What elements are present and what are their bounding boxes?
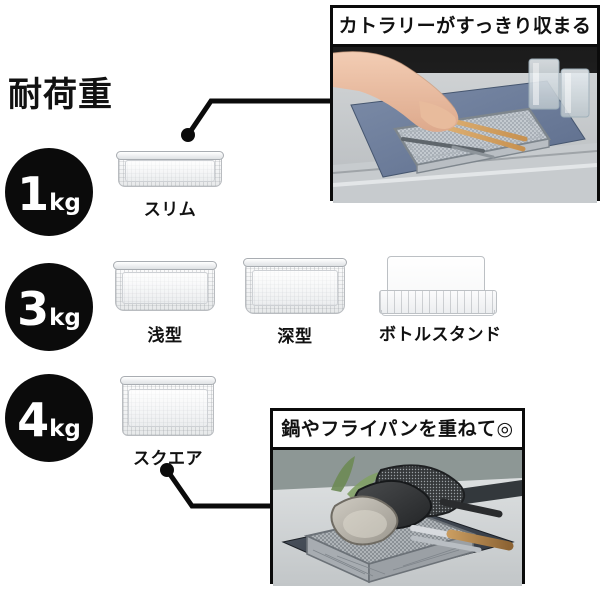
product-image-bottle-stand xyxy=(379,256,497,318)
product-label-bottle-stand: ボトルスタンド xyxy=(379,325,502,345)
product-image-deep xyxy=(243,258,347,320)
product-label-slim: スリム xyxy=(143,200,197,220)
load-badge-1kg: 1 kg xyxy=(5,148,93,236)
badge-number: 4 xyxy=(17,393,49,447)
basket-shape-shallow xyxy=(113,261,217,311)
stand-tray xyxy=(379,290,497,314)
basket-rim xyxy=(113,261,217,270)
badge-unit: kg xyxy=(49,190,81,216)
badge-content: 1 kg xyxy=(17,171,81,217)
basket-shape-slim xyxy=(116,151,224,187)
callout-title-cutlery: カトラリーがすっきり収まる xyxy=(333,8,597,44)
product-deep: 深型 xyxy=(243,256,347,347)
load-badge-4kg: 4 kg xyxy=(5,374,93,462)
leader-line-square xyxy=(160,463,275,509)
product-bottle-stand: ボトルスタンド xyxy=(379,256,502,345)
badge-number: 1 xyxy=(17,167,49,221)
badge-unit: kg xyxy=(49,416,81,442)
badge-content: 3 kg xyxy=(17,286,81,332)
load-badge-3kg: 3 kg xyxy=(5,263,93,351)
product-image-slim xyxy=(116,151,224,193)
stand-back-panel xyxy=(387,256,485,296)
product-label-deep: 深型 xyxy=(277,327,313,347)
stand-foot xyxy=(381,310,495,316)
photo-pans-basket xyxy=(273,450,522,586)
callout-pans: 鍋やフライパンを重ねて◎ xyxy=(270,408,525,586)
leader-line-slim xyxy=(181,98,336,142)
basket-rim xyxy=(120,376,216,385)
badge-content: 4 kg xyxy=(17,397,81,443)
product-image-shallow xyxy=(113,261,217,319)
product-shallow: 浅型 xyxy=(113,258,217,346)
callout-title-pans: 鍋やフライパンを重ねて◎ xyxy=(273,411,522,447)
product-label-shallow: 浅型 xyxy=(147,326,183,346)
callout-photo-cutlery xyxy=(333,44,597,203)
callout-cutlery: カトラリーがすっきり収まる xyxy=(330,5,600,203)
basket-shape-square xyxy=(120,376,216,436)
badge-number: 3 xyxy=(17,282,49,336)
product-label-square: スクエア xyxy=(133,449,203,469)
product-image-square xyxy=(120,376,216,442)
basket-rim xyxy=(243,258,347,267)
basket-shape-deep xyxy=(243,258,347,314)
leader-dot-slim xyxy=(181,128,195,142)
badge-unit: kg xyxy=(49,305,81,331)
page-title: 耐荷重 xyxy=(8,75,113,115)
basket-rim xyxy=(116,151,224,160)
product-slim: スリム xyxy=(116,148,224,220)
product-square: スクエア xyxy=(120,374,216,469)
callout-photo-pans xyxy=(273,447,522,586)
photo-cutlery-basket xyxy=(333,47,597,203)
